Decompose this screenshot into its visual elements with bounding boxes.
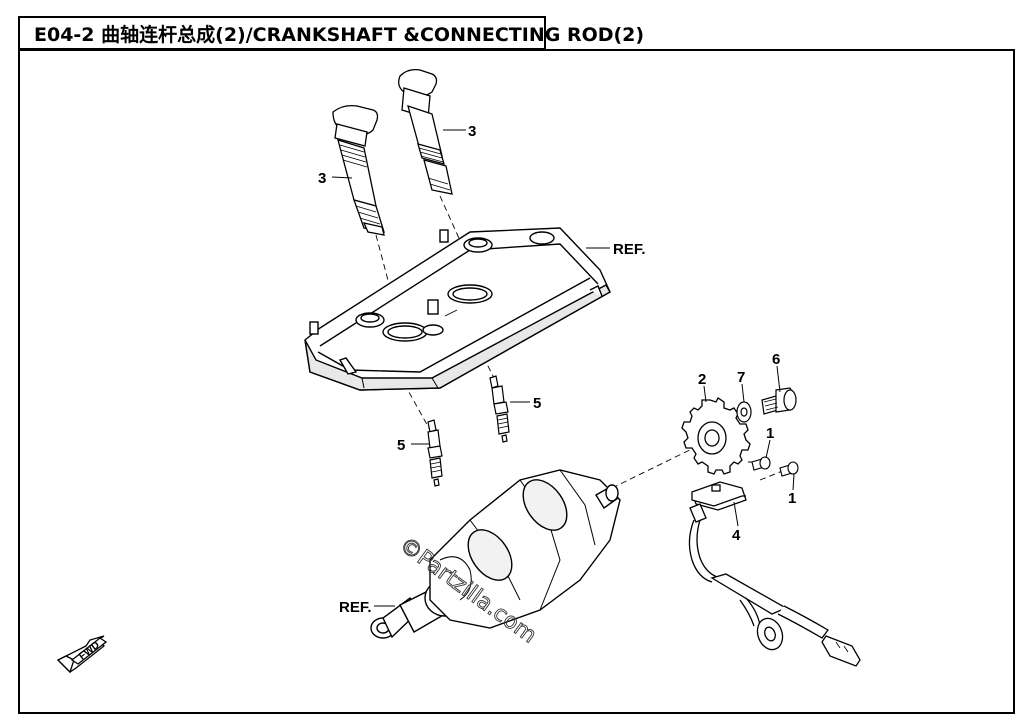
callout-2: 2 <box>698 371 706 388</box>
ignition-coil-left[interactable] <box>332 104 385 236</box>
diagram-title: E04-2 曲轴连杆总成(2)/CRANKSHAFT &CONNECTING R… <box>18 16 644 50</box>
callout-4: 4 <box>732 527 741 544</box>
callout-5-left: 5 <box>397 437 405 454</box>
flange-bolt[interactable] <box>761 387 797 415</box>
callout-3-right: 3 <box>468 123 476 140</box>
timing-rotor[interactable] <box>681 397 751 475</box>
ignition-coil-right[interactable] <box>398 68 453 195</box>
spark-plug-left[interactable] <box>427 419 443 487</box>
leader-lines <box>331 129 795 607</box>
small-bolt-lower[interactable] <box>779 461 799 477</box>
spark-plug-right[interactable] <box>489 375 510 443</box>
callout-5-right: 5 <box>533 395 541 412</box>
washer[interactable] <box>736 401 752 423</box>
fwd-arrow-icon: FWD <box>56 635 108 674</box>
callout-6: 6 <box>772 351 780 368</box>
crankshaft[interactable] <box>370 469 621 639</box>
small-bolt-upper[interactable] <box>751 456 771 471</box>
callout-ref-crankshaft: REF. <box>339 599 372 616</box>
diagram-border <box>18 49 1015 714</box>
callout-3-left: 3 <box>318 170 326 187</box>
crank-position-sensor[interactable] <box>688 481 861 667</box>
callout-1-upper: 1 <box>766 425 774 442</box>
cylinder-head-cover[interactable] <box>304 227 611 391</box>
callout-ref-cover: REF. <box>613 241 646 258</box>
callout-7: 7 <box>737 369 745 386</box>
callout-1-lower: 1 <box>788 490 796 507</box>
